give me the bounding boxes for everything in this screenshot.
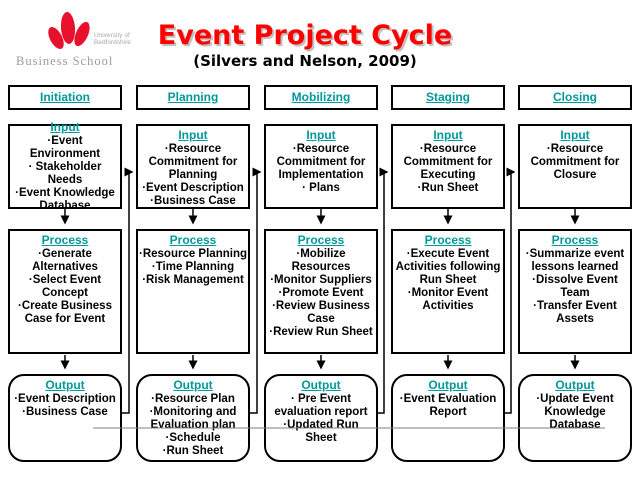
output-title: Output	[301, 378, 341, 392]
bullet-item: ·Resource Commitment for Closure	[530, 143, 620, 181]
output-box: Output ·Event Description ·Business Case	[8, 374, 122, 462]
input-title: Input	[306, 128, 336, 142]
bullet-item: ·Time Planning	[151, 260, 235, 273]
bullet-item: ·Risk Management	[142, 273, 244, 286]
input-box: Input ·Event Environment · Stakeholder N…	[8, 120, 122, 212]
output-to-input-connector	[378, 167, 389, 414]
bullet-item: ·Resource Commitment for Executing	[403, 143, 493, 181]
bullet-item: ·Business Case	[150, 194, 236, 207]
university-name: University of Bedfordshire	[94, 32, 131, 47]
logo-petals-icon	[48, 12, 90, 49]
input-title: Input	[50, 120, 80, 135]
bullet-item: ·Dissolve Event Team	[532, 273, 618, 299]
phase-label: Staging	[426, 90, 470, 104]
bullet-item: ·Transfer Event Assets	[533, 299, 617, 325]
input-title: Input	[433, 128, 463, 142]
output-to-input-connector	[250, 167, 262, 414]
process-title: Process	[551, 233, 599, 247]
bullet-item: ·Resource Commitment for Planning	[148, 143, 238, 181]
input-box: Input ·Resource Commitment for Closure	[518, 124, 632, 209]
process-title: Process	[424, 233, 472, 247]
page-title: Event Project Cycle	[157, 20, 453, 51]
bullet-item: ·Business Case	[22, 405, 108, 418]
bullet-item: ·Promote Event	[278, 286, 364, 299]
input-title: Input	[178, 128, 208, 142]
output-box: Output · Pre Event evaluation report ·Up…	[264, 374, 378, 462]
bullet-item: · Plans	[302, 181, 340, 194]
phase-label: Closing	[553, 90, 597, 104]
phase-column-staging: Staging Input ·Resource Commitment for E…	[391, 0, 505, 479]
university-logo: University of Bedfordshire Business Scho…	[16, 10, 131, 72]
output-title: Output	[45, 378, 85, 392]
bullet-item: ·Monitoring and Evaluation plan	[149, 405, 237, 431]
phase-column-planning: Planning Input ·Resource Commitment for …	[136, 0, 250, 479]
phase-header: Initiation	[8, 85, 122, 110]
bullet-item: ·Monitor Suppliers	[270, 273, 372, 286]
bullet-item: ·Event Description	[142, 181, 244, 194]
bullet-item: ·Execute Event Activities following Run …	[395, 248, 501, 286]
bullet-item: ·Select Event Concept	[28, 273, 102, 299]
bullet-item: ·Resource Plan	[151, 393, 235, 405]
output-title: Output	[555, 378, 595, 392]
input-box: Input ·Resource Commitment for Implement…	[264, 124, 378, 209]
output-title: Output	[173, 378, 213, 392]
bullet-item: ·Mobilize Resources	[291, 248, 351, 273]
bullet-item: ·Resource Commitment for Implementation	[276, 143, 366, 181]
output-box: Output ·Update Event Knowledge Database	[518, 374, 632, 462]
process-title: Process	[297, 233, 345, 247]
bullet-item: · Stakeholder Needs	[28, 161, 102, 186]
bullet-item: ·Event Knowledge Database	[15, 186, 115, 212]
input-box: Input ·Resource Commitment for Planning …	[136, 124, 250, 209]
phase-column-closing: Closing Input ·Resource Commitment for C…	[518, 0, 632, 479]
phase-header: Mobilizing	[264, 85, 378, 110]
process-box: Process ·Generate Alternatives ·Select E…	[8, 229, 122, 354]
bullet-item: ·Review Run Sheet	[269, 325, 373, 338]
output-to-input-connector	[122, 167, 134, 414]
bullet-item: ·Updated Run Sheet	[283, 418, 359, 444]
process-box: Process ·Execute Event Activities follow…	[391, 229, 505, 354]
phase-header: Staging	[391, 85, 505, 110]
phase-label: Mobilizing	[291, 90, 351, 104]
business-school-label: Business School	[16, 54, 114, 68]
bullet-item: ·Schedule	[165, 431, 221, 444]
output-box: Output ·Event Evaluation Report	[391, 374, 505, 462]
output-to-input-connector	[505, 167, 516, 414]
phase-label: Planning	[167, 90, 219, 104]
phase-label: Initiation	[40, 90, 90, 104]
output-title: Output	[428, 378, 468, 392]
bullet-item: ·Run Sheet	[417, 181, 479, 194]
title-block: Event Project Cycle (Silvers and Nelson,…	[110, 20, 500, 70]
phase-header: Closing	[518, 85, 632, 110]
bullet-item: ·Update Event Knowledge Database	[536, 393, 614, 431]
bullet-item: ·Generate Alternatives	[32, 248, 98, 273]
process-box: Process ·Resource Planning ·Time Plannin…	[136, 229, 250, 354]
phase-column-mobilizing: Mobilizing Input ·Resource Commitment fo…	[264, 0, 378, 479]
bullet-item: · Pre Event evaluation report	[274, 393, 368, 418]
bullet-item: ·Event Evaluation Report	[399, 393, 497, 418]
process-box: Process ·Mobilize Resources ·Monitor Sup…	[264, 229, 378, 354]
bullet-item: ·Review Business Case	[272, 299, 370, 325]
bullet-item: ·Run Sheet	[162, 444, 224, 457]
process-box: Process ·Summarize event lessons learned…	[518, 229, 632, 354]
bullet-item: ·Event Description	[14, 393, 116, 405]
bullet-item: ·Summarize event lessons learned	[525, 248, 625, 273]
bullet-item: ·Monitor Event Activities	[407, 286, 489, 312]
input-title: Input	[560, 128, 590, 142]
bullet-item: ·Resource Planning	[139, 248, 247, 260]
phase-column-initiation: Initiation Input ·Event Environment · St…	[8, 0, 122, 479]
input-box: Input ·Resource Commitment for Executing…	[391, 124, 505, 209]
process-title: Process	[169, 233, 217, 247]
bullet-item: ·Create Business Case for Event	[18, 299, 112, 325]
phase-header: Planning	[136, 85, 250, 110]
output-box: Output ·Resource Plan ·Monitoring and Ev…	[136, 374, 250, 462]
bullet-item: ·Event Environment	[29, 135, 101, 161]
page-subtitle: (Silvers and Nelson, 2009)	[193, 52, 417, 70]
process-title: Process	[41, 233, 89, 247]
